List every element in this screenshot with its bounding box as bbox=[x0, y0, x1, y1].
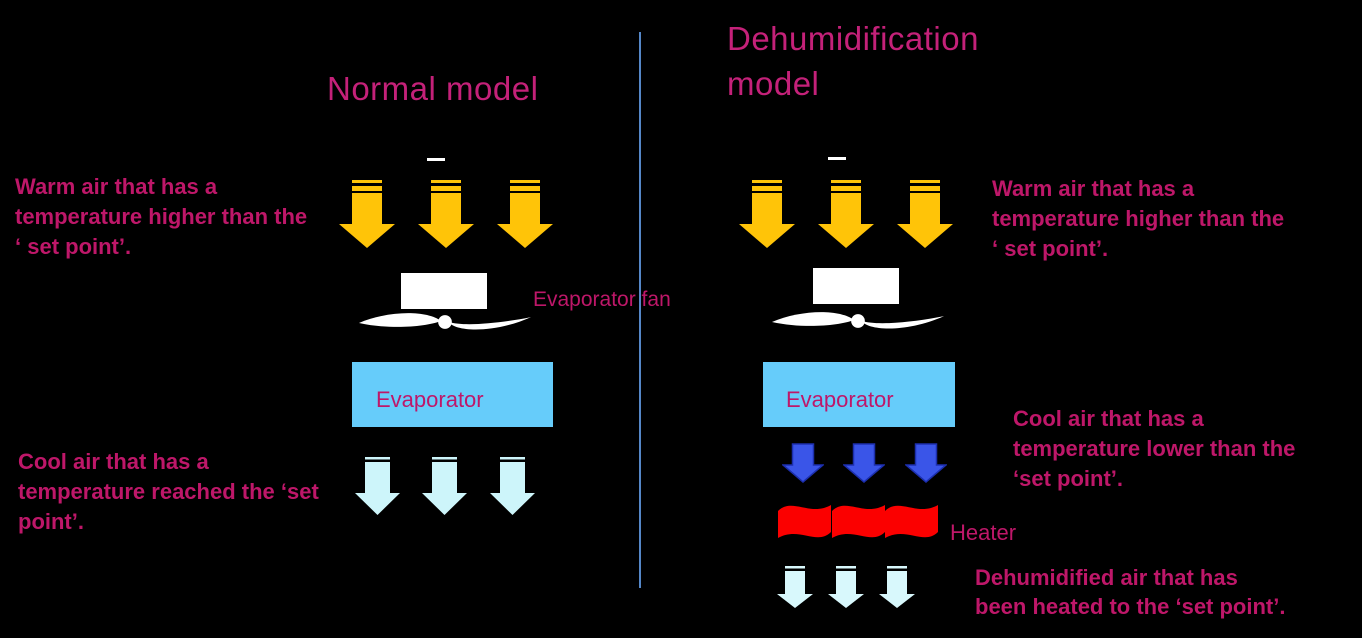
warm-air-arrow-icon bbox=[739, 180, 795, 248]
evaporator-label: Evaporator bbox=[786, 386, 894, 412]
note-line: Warm air that has a bbox=[992, 176, 1195, 201]
left-title: Normal model bbox=[327, 70, 539, 107]
evaporator-box: Evaporator bbox=[352, 362, 553, 427]
right-cool-air-note: Cool air that has a temperature lower th… bbox=[1013, 404, 1295, 494]
note-line: ‘set point’. bbox=[1013, 466, 1123, 491]
note-line: temperature higher than the bbox=[15, 204, 308, 229]
dehumidified-air-note: Dehumidified air that has been heated to… bbox=[975, 563, 1285, 621]
warm-air-arrow-icon bbox=[339, 180, 395, 248]
note-line: ‘ set point’. bbox=[15, 234, 132, 259]
note-line: temperature higher than the bbox=[992, 206, 1285, 231]
divider-line bbox=[639, 32, 641, 588]
cool-air-arrow-icon bbox=[355, 457, 400, 515]
cold-air-arrow-icon bbox=[905, 443, 947, 483]
dehumidified-air-arrow-icon bbox=[879, 566, 915, 608]
fan-housing bbox=[813, 268, 899, 304]
note-line: Dehumidified air that has bbox=[975, 565, 1238, 590]
evaporator-label: Evaporator bbox=[376, 386, 484, 412]
heater-label: Heater bbox=[950, 520, 1017, 545]
warm-air-arrow-icon bbox=[818, 180, 874, 248]
right-title: Dehumidification model bbox=[727, 16, 979, 106]
note-line: temperature reached the ‘set bbox=[18, 479, 319, 504]
note-line: point’. bbox=[18, 509, 84, 534]
warm-air-arrow-icon bbox=[497, 180, 553, 248]
heater-wave-icon bbox=[778, 500, 831, 543]
note-line: Warm air that has a bbox=[15, 174, 218, 199]
note-line: temperature lower than the bbox=[1013, 436, 1296, 461]
left-cool-air-note: Cool air that has a temperature reached … bbox=[18, 447, 319, 537]
warm-air-arrow-icon bbox=[418, 180, 474, 248]
warm-air-arrow-icon bbox=[897, 180, 953, 248]
note-line: Cool air that has a bbox=[1013, 406, 1204, 431]
cool-air-arrow-icon bbox=[490, 457, 535, 515]
cold-air-arrow-icon bbox=[843, 443, 885, 483]
note-line: been heated to the ‘set point’. bbox=[975, 594, 1286, 619]
heater-wave-icon bbox=[832, 500, 885, 543]
right-warm-air-note: Warm air that has a temperature higher t… bbox=[992, 174, 1284, 264]
note-line: Cool air that has a bbox=[18, 449, 209, 474]
cold-air-arrow-icon bbox=[782, 443, 824, 483]
heater-wave-icon bbox=[885, 500, 938, 543]
white-dash bbox=[828, 157, 846, 160]
propeller-icon bbox=[770, 306, 946, 336]
evaporator-box: Evaporator bbox=[763, 362, 955, 427]
note-line: ‘ set point’. bbox=[992, 236, 1109, 261]
propeller-icon bbox=[357, 307, 533, 337]
title-line: Dehumidification bbox=[727, 20, 979, 57]
white-dash bbox=[427, 158, 445, 161]
dehumidified-air-arrow-icon bbox=[777, 566, 813, 608]
left-warm-air-note: Warm air that has a temperature higher t… bbox=[15, 172, 307, 262]
evaporator-fan-label: Evaporator fan bbox=[533, 288, 671, 311]
dehumidified-air-arrow-icon bbox=[828, 566, 864, 608]
cool-air-arrow-icon bbox=[422, 457, 467, 515]
fan-housing bbox=[401, 273, 487, 309]
title-line: model bbox=[727, 65, 820, 102]
